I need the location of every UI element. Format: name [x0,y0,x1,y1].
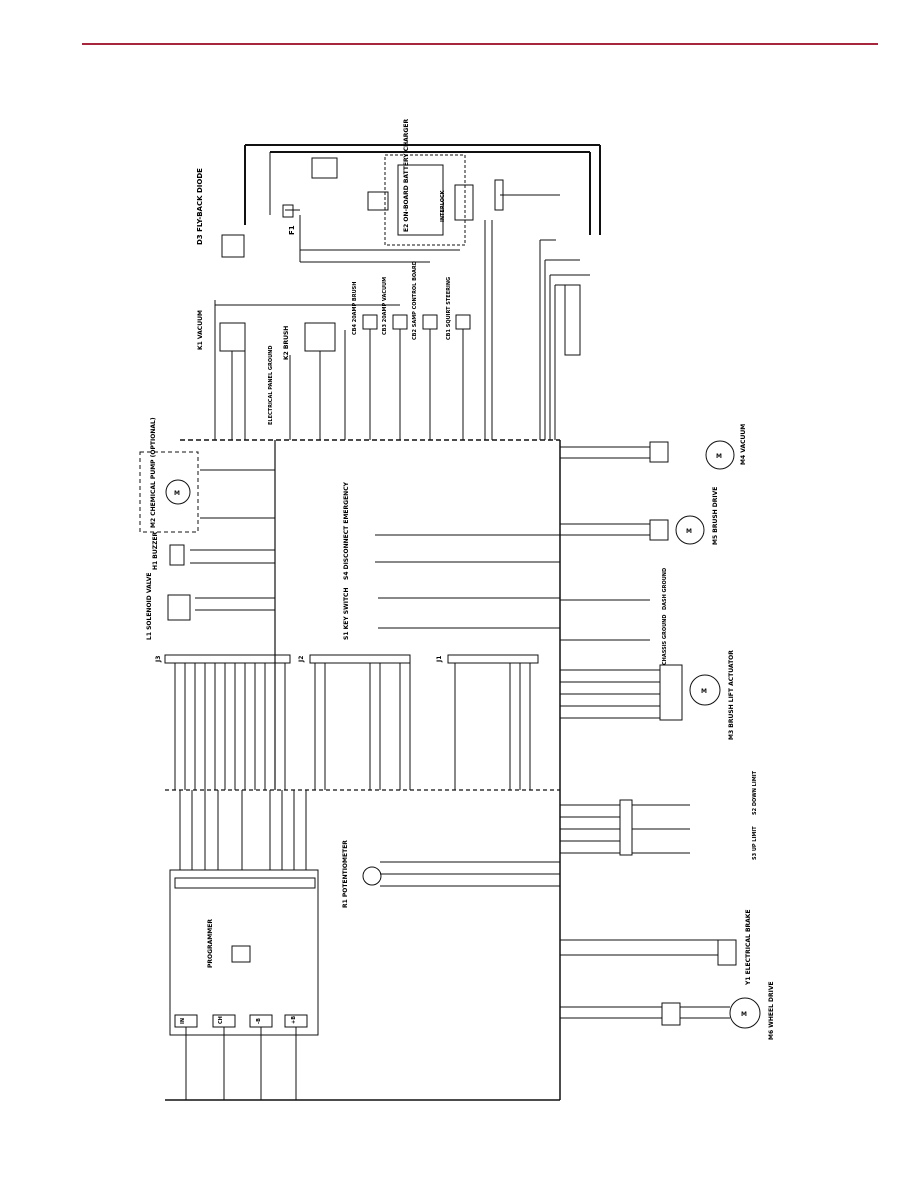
svg-text:M: M [741,1011,747,1018]
svg-text:M: M [686,528,692,535]
header-rule [82,43,878,45]
svg-text:M: M [174,490,180,497]
svg-text:M: M [716,453,722,460]
svg-text:M: M [701,688,707,695]
